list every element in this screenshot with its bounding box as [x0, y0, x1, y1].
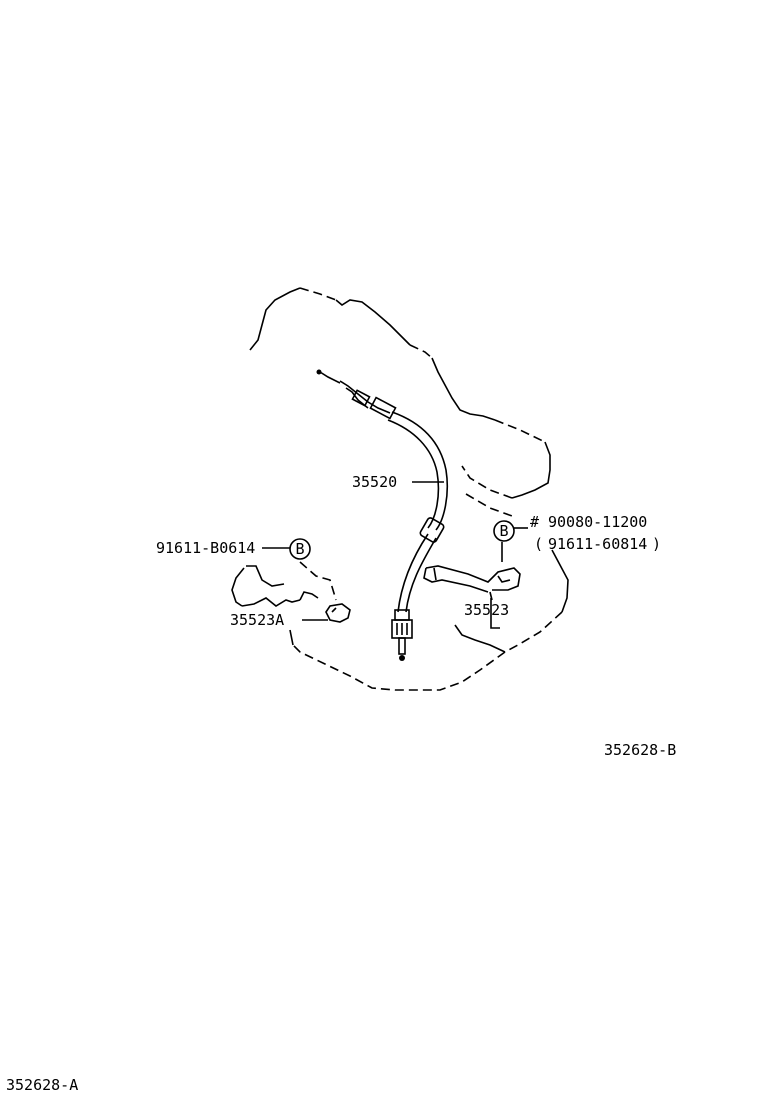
- ref-352628-A: 352628-A: [6, 1076, 78, 1094]
- cable-assembly: [316, 369, 449, 661]
- label-35523A: 35523A: [230, 611, 284, 629]
- close-paren: ): [652, 535, 661, 553]
- label-35523: 35523: [464, 601, 509, 619]
- label-35520: 35520: [352, 473, 397, 491]
- bracket-right-leader: [490, 598, 500, 629]
- left-wavy-lines: [231, 561, 337, 607]
- transmission-outline: [249, 287, 551, 499]
- bolt-mark: #: [530, 513, 539, 531]
- bracket-left: [325, 603, 351, 623]
- callout-b-left-letter: B: [295, 540, 304, 558]
- label-91611-60814: 91611-60814: [548, 535, 647, 553]
- callout-b-right-letter: B: [499, 522, 508, 540]
- callout-b-left: B: [289, 538, 311, 560]
- lower-outline: [289, 493, 569, 691]
- callout-b-right: B: [493, 520, 515, 542]
- bracket-right: [423, 542, 521, 601]
- ref-352628-B: 352628-B: [604, 741, 676, 759]
- label-90080-11200: 90080-11200: [548, 513, 647, 531]
- open-paren: (: [534, 535, 543, 553]
- label-91611-B0614: 91611-B0614: [156, 539, 255, 557]
